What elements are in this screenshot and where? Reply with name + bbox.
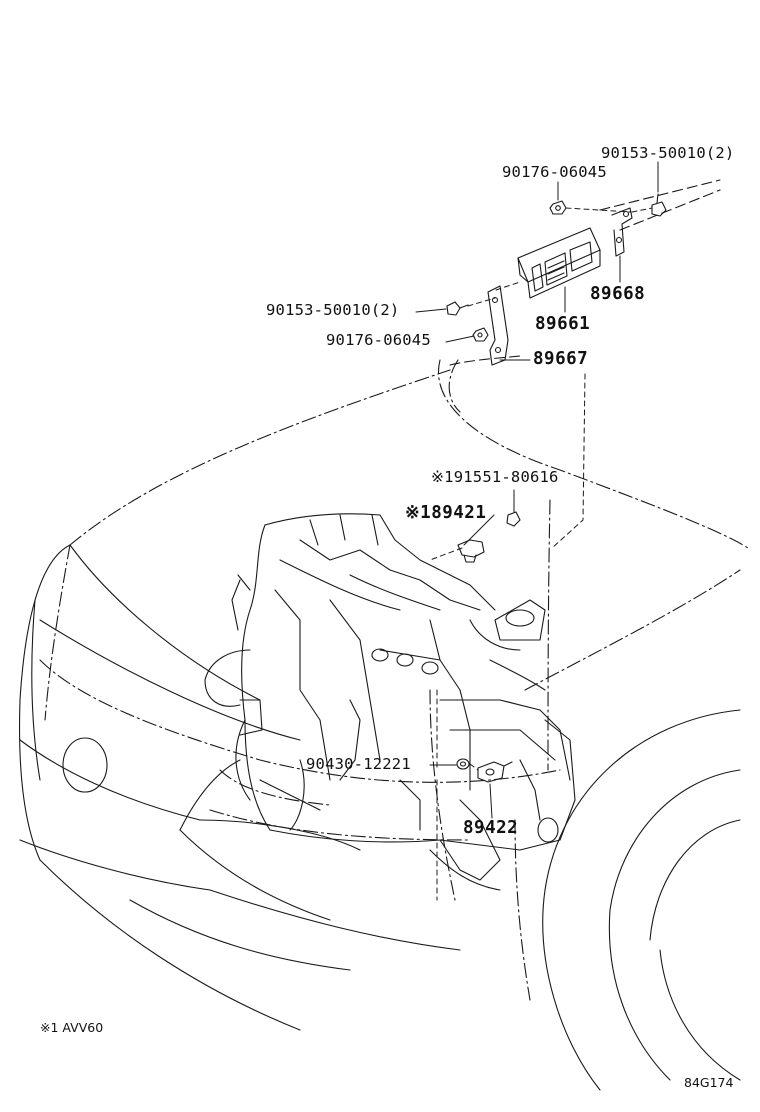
label-90153-50010-top: 90153-50010(2) (601, 144, 735, 162)
harness-dash-lines (449, 179, 721, 366)
label-90153-50010-left: 90153-50010(2) (266, 301, 400, 319)
sensor-89422 (477, 761, 513, 783)
front-bumper (18, 544, 461, 1031)
bracket-89667 (487, 285, 509, 366)
ecu-module-89661 (517, 227, 601, 299)
wheel-arch (542, 709, 741, 1091)
label-90430-12221: 90430-12221 (306, 755, 411, 773)
washer-90430 (456, 758, 470, 770)
leader-dash-lines (429, 207, 653, 901)
label-90176-06045-left: 90176-06045 (326, 331, 431, 349)
bolt-91551 (506, 511, 521, 527)
bracket-89668 (611, 207, 633, 257)
label-91551-80616: ※191551-80616 (431, 468, 559, 486)
label-89667: 89667 (533, 349, 589, 369)
fog-light (62, 737, 108, 793)
label-90176-06045-top: 90176-06045 (502, 163, 607, 181)
label-89421: ※189421 (405, 503, 487, 523)
sensor-89421 (457, 539, 485, 563)
bolt-90153-left (446, 301, 469, 316)
figure-code: 84G174 (684, 1075, 734, 1090)
label-89661: 89661 (535, 314, 591, 334)
label-89422: 89422 (463, 818, 519, 838)
label-89668: 89668 (590, 284, 646, 304)
footnote: ※1 AVV60 (40, 1020, 104, 1035)
engine-assembly (204, 513, 576, 891)
vehicle-body-outline (39, 359, 749, 1001)
bolt-90153-top (651, 193, 667, 217)
leader-lines (415, 161, 659, 819)
nut-90176-top (549, 200, 567, 215)
nut-90176-left (472, 327, 489, 342)
